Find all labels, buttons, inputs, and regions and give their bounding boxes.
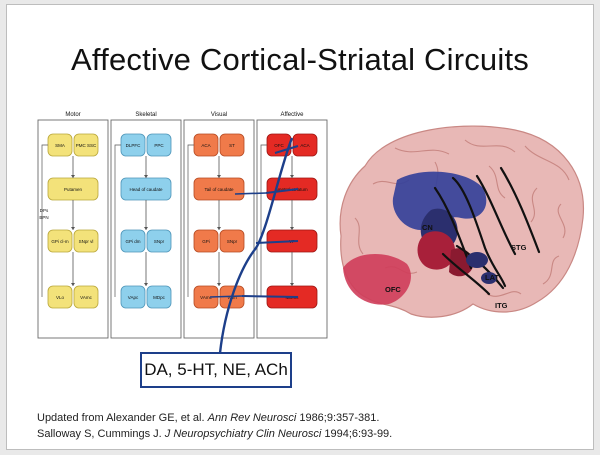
brain-label-stg: STG <box>511 243 527 252</box>
arrow-head <box>71 283 75 286</box>
brain-label-lat: LAT <box>485 273 499 282</box>
cortex-label: ACA <box>300 143 309 148</box>
brain-label-ofc: OFC <box>385 285 401 294</box>
temporal-pole <box>343 254 411 305</box>
cortex-label: ST <box>229 143 235 148</box>
circuit-header: Skeletal <box>135 112 156 118</box>
reference-details: 1986;9:357-381. <box>299 412 379 424</box>
circuit-header: Visual <box>211 112 227 118</box>
thalamus-label: VLo <box>56 295 65 300</box>
arrow-head <box>290 227 294 230</box>
thalamus-label: MDpc <box>153 295 166 300</box>
striatum-label: Putamen <box>64 187 83 192</box>
reference-journal: Ann Rev Neurosci <box>208 412 297 424</box>
striatum-label: Head of caudate <box>129 187 163 192</box>
reference-1: Updated from Alexander GE, et al. Ann Re… <box>37 412 379 424</box>
cortex-label: ACA <box>201 143 210 148</box>
reference-authors: Updated from Alexander GE, et al. <box>37 412 205 424</box>
pallidum-label: GPi <box>202 239 210 244</box>
cortex-label: PMC SSC <box>76 143 97 148</box>
reference-authors: Salloway S, Cummings J. <box>37 428 162 440</box>
thalamus-label: VApc <box>128 295 139 300</box>
arrow-head <box>290 175 294 178</box>
arrow-head <box>144 283 148 286</box>
circuit-header: Affective <box>281 112 305 118</box>
cortex-label: PPC <box>154 143 164 148</box>
feedback-loop <box>115 145 121 297</box>
brain-illustration: CN STG ITG LAT OFC <box>325 118 590 323</box>
feedback-loop <box>188 145 194 297</box>
brain-label-cn: CN <box>422 223 433 232</box>
modulatory-branch <box>242 296 298 297</box>
modulatory-branch <box>210 296 242 297</box>
feedback-loop <box>42 145 48 297</box>
cortex-label: DLPFC <box>126 143 142 148</box>
pallidum-label: GPi cl-m <box>51 239 69 244</box>
arrow-head <box>71 227 75 230</box>
arrow-head <box>71 175 75 178</box>
pallidum-label: SNpr <box>154 239 165 244</box>
pallidum-label: GPi dm <box>125 239 140 244</box>
arrow-head <box>290 283 294 286</box>
arrow-head <box>217 283 221 286</box>
brain-label-itg: ITG <box>495 301 508 310</box>
reference-2: Salloway S, Cummings J. J Neuropsychiatr… <box>37 428 392 440</box>
reference-journal: J Neuropsychiatry Clin Neurosci <box>165 428 322 440</box>
arrow-head <box>144 175 148 178</box>
cortex-label: OFC <box>274 143 284 148</box>
circuit-header: Motor <box>65 112 80 118</box>
arrow-head <box>217 227 221 230</box>
reference-details: 1994;6:93-99. <box>324 428 392 440</box>
pallidum-label: SNpr vl <box>79 239 94 244</box>
modulatory-branch <box>235 193 266 194</box>
arrow-head <box>144 227 148 230</box>
side-label: DPs <box>40 208 49 213</box>
neurotransmitter-label: DA, 5-HT, NE, ACh <box>140 352 292 388</box>
slide-title: Affective Cortical-Striatal Circuits <box>0 42 600 78</box>
pallidum-label: SNpr <box>227 239 238 244</box>
striatum-label: Tail of caudate <box>204 187 234 192</box>
side-label: BPN <box>39 215 48 220</box>
cortex-label: SMA <box>55 143 65 148</box>
arrow-head <box>217 175 221 178</box>
thalamus-label: VAmc <box>80 295 92 300</box>
